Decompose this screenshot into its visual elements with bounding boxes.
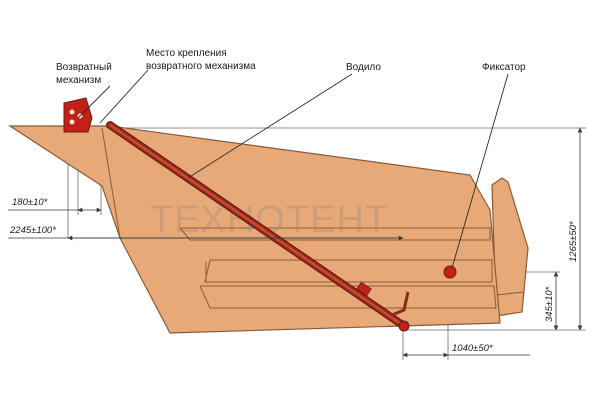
rib-lower [199,285,497,309]
carrier-label: Водило [346,62,381,73]
mechanism-bolt-3 [69,119,75,125]
dim-text-1265: 1265±50* [568,221,579,262]
rod-highlight [109,124,405,327]
rod-pivot [398,320,410,332]
return-mechanism-label-line2: механизм [56,75,101,86]
leader-lines [77,69,509,269]
dim-text-1040: 1040±50* [452,343,493,354]
mount-point-label-line2: возвратного механизма [146,61,256,72]
dim-text-2245: 2245±100* [9,225,56,236]
latch-circle [443,265,457,279]
rod-hook [391,291,410,317]
front-wall-edge [101,127,121,239]
latch-label: Фиксатор [482,62,526,73]
mount-point-label-line1: Место крепления [146,48,227,59]
rib-middle [204,259,493,283]
mechanism-bolt-1 [69,109,75,115]
leader-carrier [187,73,353,179]
dim-text-180: 180±10* [12,197,48,208]
tailgate-rib [495,291,525,296]
return-mechanism-label-line1: Возвратный [56,62,112,73]
dimension-lines [8,127,583,358]
leader-latch [451,73,509,269]
rod-clamp [356,281,372,297]
dim-text-345: 345±10* [544,286,555,322]
leader-return-mechanism [77,85,111,119]
carrier-rod [106,121,410,332]
dump-body [7,125,501,334]
leader-mount-point [99,69,149,124]
return-mechanism-box [63,97,93,133]
